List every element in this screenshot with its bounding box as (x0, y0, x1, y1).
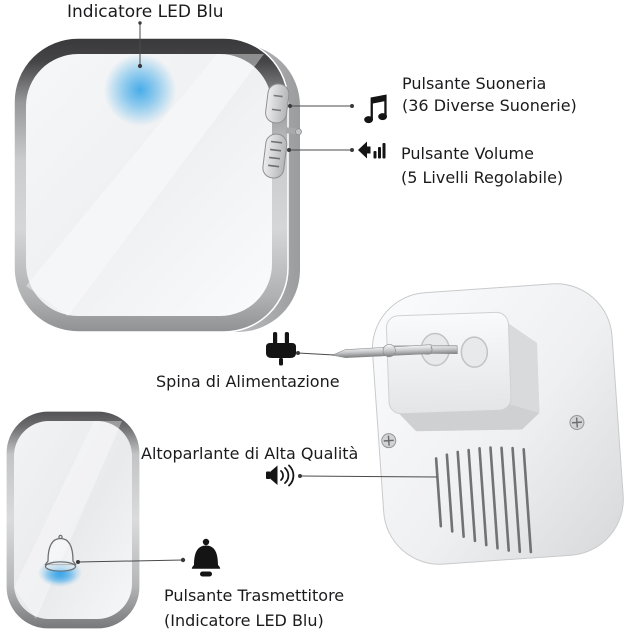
eu-plug-block (331, 311, 540, 432)
transmitter-bell-button (43, 534, 77, 584)
receiver-led-glow (104, 54, 176, 126)
label-volume-title: Pulsante Volume (401, 144, 534, 163)
screw-left-icon (381, 433, 397, 449)
face-sheen (26, 54, 264, 316)
label-transmitter-button: Pulsante Trasmettitore (Indicatore LED B… (164, 583, 344, 633)
plug-pin-front (331, 344, 432, 358)
leader-plug (297, 352, 335, 356)
label-ringtone-button: Pulsante Suoneria (36 Diverse Suonerie) (402, 73, 577, 117)
music-notes-icon (364, 94, 387, 124)
label-power-plug: Spina di Alimentazione (156, 372, 340, 391)
volume-side-button (262, 133, 288, 179)
label-transmitter-subtitle: (Indicatore LED Blu) (164, 611, 324, 630)
label-ringtone-subtitle: (36 Diverse Suonerie) (402, 96, 577, 115)
doorbell-receiver-front-view (13, 37, 302, 333)
label-volume-subtitle: (5 Livelli Regolabile) (401, 168, 564, 187)
receiver-face (26, 54, 272, 316)
ringtone-side-button (265, 83, 290, 124)
speaker-volume-icon (358, 141, 386, 159)
screw-right-icon (569, 414, 585, 430)
bell-icon (191, 538, 221, 577)
label-ringtone-title: Pulsante Suoneria (402, 74, 547, 93)
power-plug-icon (266, 332, 296, 366)
receiver-side-buttons (262, 83, 302, 179)
label-volume-button: Pulsante Volume (5 Livelli Regolabile) (401, 142, 563, 190)
label-transmitter-title: Pulsante Trasmettitore (164, 586, 345, 605)
doorbell-transmitter-front-view (5, 410, 141, 630)
label-led-indicator: Indicatore LED Blu (67, 2, 224, 22)
label-speaker: Altoparlante di Alta Qualità (141, 444, 359, 463)
speaker-sound-waves-icon (266, 464, 295, 487)
speaker-grille (434, 446, 533, 554)
doorbell-receiver-back-view (331, 283, 624, 565)
